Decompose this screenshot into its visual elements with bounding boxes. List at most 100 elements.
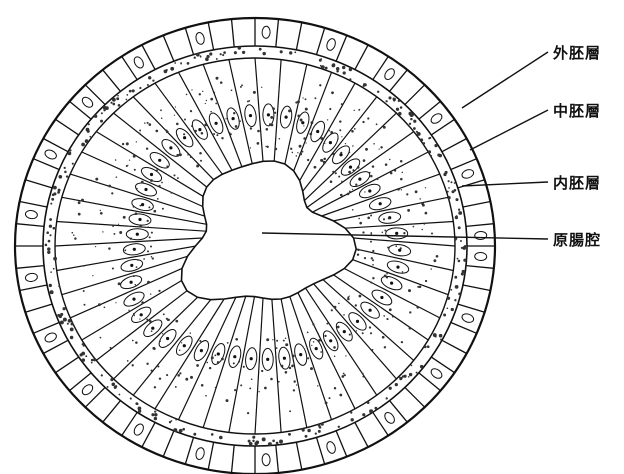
endoderm-granule <box>122 143 124 145</box>
ectoderm-cell-wall <box>317 437 325 464</box>
endoderm-granule <box>309 133 312 136</box>
endoderm-granule <box>383 218 385 220</box>
ectoderm-cell-wall <box>463 285 491 291</box>
mesoderm-granule <box>52 193 55 196</box>
mesoderm-granule <box>455 216 458 219</box>
mesoderm-granule <box>288 433 291 436</box>
mesoderm-granule <box>385 100 387 102</box>
endoderm-cell-wall <box>298 293 355 409</box>
endoderm-granule <box>190 156 192 158</box>
endoderm-granule <box>148 206 150 208</box>
endoderm-granule <box>250 127 252 129</box>
endoderm-granule <box>266 128 269 131</box>
mesoderm-granule <box>398 100 400 102</box>
mesoderm-granule <box>350 411 352 413</box>
endoderm-granule <box>276 347 278 349</box>
endoderm-granule <box>362 373 364 375</box>
mesoderm-granule <box>455 239 457 241</box>
mesoderm-granule <box>302 429 305 432</box>
mesoderm-granule <box>460 240 462 242</box>
mesoderm-granule <box>462 246 466 250</box>
endoderm-granule <box>84 304 86 306</box>
endoderm-granule <box>372 259 374 261</box>
endoderm-granule <box>151 370 153 372</box>
mesoderm-granule <box>248 440 251 443</box>
endoderm-cell-wall <box>306 288 377 395</box>
mesoderm-granule <box>112 98 116 102</box>
endoderm-granule <box>364 257 366 259</box>
endoderm-granule <box>134 169 136 171</box>
endoderm-granule <box>161 118 163 120</box>
endoderm-granule <box>191 125 193 127</box>
endoderm-granule <box>367 216 370 219</box>
mesoderm-granule <box>83 344 85 346</box>
mesoderm-granule <box>400 106 403 109</box>
endoderm-granule <box>221 137 223 139</box>
endoderm-granule <box>289 410 291 412</box>
endoderm-granule <box>206 100 207 101</box>
mesoderm-granule <box>85 355 87 357</box>
endoderm-granule <box>91 180 92 181</box>
endoderm-granule <box>353 216 354 217</box>
endoderm-granule <box>171 192 172 193</box>
ectoderm-cell-wall <box>431 357 454 373</box>
mesoderm-granule <box>454 276 457 279</box>
mesoderm-granule <box>51 198 54 201</box>
ectoderm-nucleus <box>325 441 337 455</box>
endoderm-granule <box>113 233 115 235</box>
mesoderm-granule <box>429 137 431 139</box>
ectoderm-cell-wall <box>336 35 347 61</box>
endoderm-nucleolus <box>198 128 201 131</box>
mesoderm-granule <box>48 240 51 243</box>
endoderm-granule <box>128 310 129 311</box>
endoderm-granule <box>314 97 316 99</box>
ectoderm-cell-wall <box>55 119 78 135</box>
ectoderm-cell-wall <box>390 401 408 423</box>
mesoderm-granule <box>66 175 68 177</box>
endoderm-nucleolus <box>169 146 172 149</box>
ectoderm-cell-wall <box>33 159 59 170</box>
endoderm-granule <box>233 112 235 114</box>
endoderm-granule <box>310 127 311 128</box>
endoderm-granule <box>134 315 135 316</box>
endoderm-granule <box>299 145 302 148</box>
mesoderm-granule <box>427 345 430 348</box>
endoderm-granule <box>102 231 103 232</box>
endoderm-granule <box>133 299 134 300</box>
endoderm-granule <box>318 339 321 342</box>
mesoderm-granule <box>430 155 432 157</box>
endoderm-granule <box>160 109 162 111</box>
endoderm-granule <box>157 198 159 200</box>
endoderm-nucleolus <box>130 281 133 284</box>
endoderm-granule <box>408 289 411 292</box>
endoderm-granule <box>167 344 169 346</box>
endoderm-granule <box>190 376 193 379</box>
ectoderm-cell-wall <box>373 56 389 79</box>
endoderm-granule <box>184 119 186 121</box>
endoderm-granule <box>133 155 136 158</box>
endoderm-granule <box>162 333 163 334</box>
ectoderm-cell-wall <box>122 56 138 79</box>
mesoderm-granule <box>448 180 450 182</box>
mesoderm-granule <box>82 358 86 362</box>
endoderm-cell-wall <box>255 58 263 161</box>
endoderm-granule <box>226 399 229 402</box>
mesoderm-granule <box>272 439 275 442</box>
ectoderm-nucleus <box>25 210 38 220</box>
mesoderm-granule <box>81 143 85 147</box>
endoderm-granule <box>345 143 346 144</box>
endoderm-granule <box>220 81 223 84</box>
endoderm-granule <box>358 218 360 220</box>
endoderm-granule <box>358 295 361 298</box>
mesoderm-granule <box>106 107 108 109</box>
mesoderm-granule <box>446 307 448 309</box>
endoderm-nucleolus <box>151 327 154 330</box>
endoderm-granule <box>231 89 233 91</box>
endoderm-granule <box>253 91 256 94</box>
endoderm-granule <box>247 412 249 414</box>
endoderm-granule <box>210 98 213 101</box>
endoderm-granule <box>186 94 188 96</box>
endoderm-granule <box>296 155 297 156</box>
endoderm-nucleolus <box>217 352 220 355</box>
mesoderm-granule <box>53 257 57 261</box>
